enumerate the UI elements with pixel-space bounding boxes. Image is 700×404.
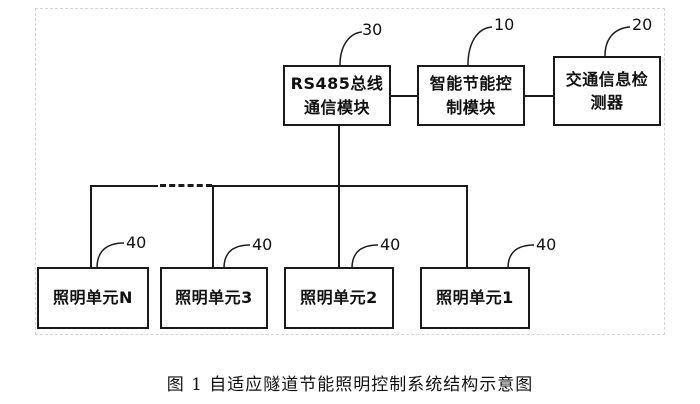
controller-label-line1: 智能节能控 [429,74,513,94]
lighting-unit-2-label: 照明单元2 [300,288,378,308]
bus-segment-right [212,185,468,187]
ref-40-n: 40 [126,233,147,252]
controller-label-line2: 制模块 [446,97,496,117]
rs485-label-line1: RS485总线 [290,74,384,94]
ref-40-2: 40 [380,235,401,254]
leader-40-n [96,242,125,269]
drop-unit-3 [212,185,214,268]
lighting-unit-2: 照明单元2 [284,267,394,329]
bus-drop [338,126,340,186]
detector-label-line1: 交通信息检 [565,69,649,89]
figure-caption: 图 1 自适应隧道节能照明控制系统结构示意图 [166,375,534,395]
figure-frame [35,8,665,335]
leader-40-3 [223,244,251,269]
link-controller-detector [525,95,553,97]
leader-30 [339,31,363,66]
drop-unit-2 [338,185,340,268]
ref-30: 30 [362,20,383,39]
lighting-unit-3: 照明单元3 [160,267,268,329]
leader-40-1 [507,244,535,269]
bus-dashed-segment [160,184,212,187]
leader-40-2 [351,244,379,269]
lighting-unit-n: 照明单元N [37,267,149,329]
drop-unit-1 [466,185,468,268]
lighting-unit-1-label: 照明单元1 [436,288,514,308]
rs485-label-line2: 通信模块 [303,97,370,117]
lighting-unit-3-label: 照明单元3 [175,288,253,308]
lighting-unit-n-label: 照明单元N [53,288,133,308]
ref-20: 20 [632,15,653,34]
leader-10 [467,26,493,66]
ref-40-1: 40 [536,235,557,254]
ref-40-3: 40 [252,235,273,254]
drop-unit-n [90,185,92,268]
ref-10: 10 [494,15,515,34]
detector-label-line2: 测器 [590,93,624,112]
link-rs485-controller [391,95,417,97]
leader-20 [604,26,631,57]
rs485-module-box: RS485总线 通信模块 [283,65,391,126]
detector-box: 交通信息检 测器 [553,56,661,126]
bus-segment-left [90,185,158,187]
lighting-unit-1: 照明单元1 [420,267,530,329]
controller-module-box: 智能节能控 制模块 [417,65,525,126]
